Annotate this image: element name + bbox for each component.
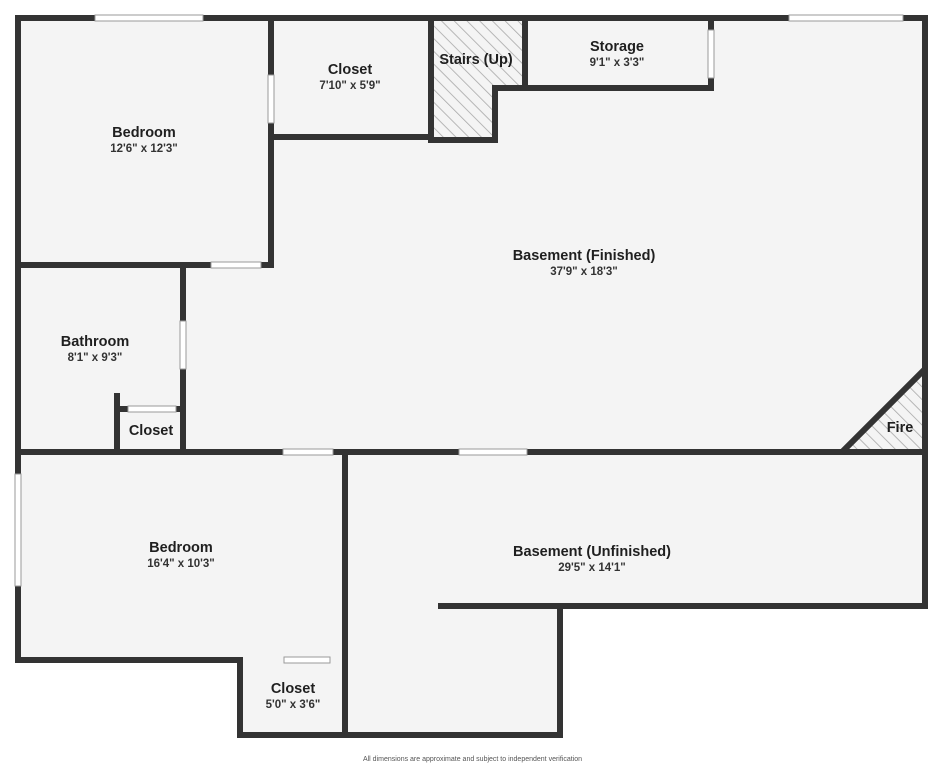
door-bath-closet bbox=[127, 405, 177, 413]
floor-bedroom-lower bbox=[18, 452, 347, 660]
room-basement-unfinished: Basement (Unfinished) 29'5" x 14'1" bbox=[513, 543, 671, 576]
openings bbox=[14, 14, 904, 664]
walls bbox=[15, 15, 928, 738]
room-name: Stairs (Up) bbox=[439, 52, 513, 68]
room-name: Bedroom bbox=[149, 540, 213, 556]
room-storage: Storage 9'1" x 3'3" bbox=[590, 38, 645, 71]
room-name: Closet bbox=[270, 681, 316, 697]
room-closet-lower: Closet 5'0" x 3'6" bbox=[266, 680, 321, 713]
room-dims: 29'5" x 14'1" bbox=[558, 562, 626, 574]
room-dims: 37'9" x 18'3" bbox=[550, 266, 618, 278]
room-name: Storage bbox=[590, 39, 644, 55]
room-fire: Fire bbox=[887, 419, 914, 437]
room-name: Closet bbox=[327, 62, 373, 78]
window-bedroom1 bbox=[94, 14, 204, 22]
door-bedroom1-closet bbox=[267, 74, 275, 124]
fireplace-wall bbox=[839, 366, 928, 455]
room-stairs: Stairs (Up) bbox=[439, 51, 512, 69]
stairs-hatch bbox=[431, 20, 525, 140]
room-closet-bath: Closet bbox=[129, 422, 173, 440]
door-bedroom2 bbox=[282, 448, 334, 456]
room-dims: 9'1" x 3'3" bbox=[589, 57, 645, 69]
room-dims: 7'10" x 5'9" bbox=[319, 80, 381, 92]
room-dims: 8'1" x 9'3" bbox=[67, 352, 123, 364]
room-name: Bedroom bbox=[112, 125, 176, 141]
door-bathroom bbox=[179, 320, 187, 370]
door-unfinished bbox=[458, 448, 528, 456]
room-dims: 5'0" x 3'6" bbox=[265, 699, 321, 711]
window-bedroom2 bbox=[14, 473, 22, 587]
room-bedroom-upper: Bedroom 12'6" x 12'3" bbox=[110, 124, 178, 157]
room-closet-upper: Closet 7'10" x 5'9" bbox=[319, 61, 380, 94]
floor-closet-lower bbox=[240, 660, 347, 735]
room-name: Fire bbox=[886, 420, 914, 436]
floor-unfinished bbox=[347, 452, 925, 735]
door-bedroom1 bbox=[210, 261, 262, 269]
room-bedroom-lower: Bedroom 16'4" x 10'3" bbox=[147, 539, 215, 572]
room-basement-finished: Basement (Finished) 37'9" x 18'3" bbox=[513, 247, 656, 280]
room-bathroom: Bathroom 8'1" x 9'3" bbox=[61, 333, 129, 366]
disclaimer: All dimensions are approximate and subje… bbox=[362, 756, 583, 763]
window-basement bbox=[788, 14, 904, 22]
room-name: Bathroom bbox=[60, 334, 130, 350]
room-name: Basement (Finished) bbox=[512, 248, 656, 264]
door-storage bbox=[707, 29, 715, 79]
room-name: Closet bbox=[128, 423, 174, 439]
floor-upper bbox=[18, 18, 925, 452]
room-dims: 16'4" x 10'3" bbox=[147, 558, 215, 570]
floor-fills bbox=[18, 18, 925, 735]
room-dims: 12'6" x 12'3" bbox=[110, 143, 178, 155]
door-closet-lower bbox=[283, 656, 331, 664]
room-name: Basement (Unfinished) bbox=[513, 544, 671, 560]
